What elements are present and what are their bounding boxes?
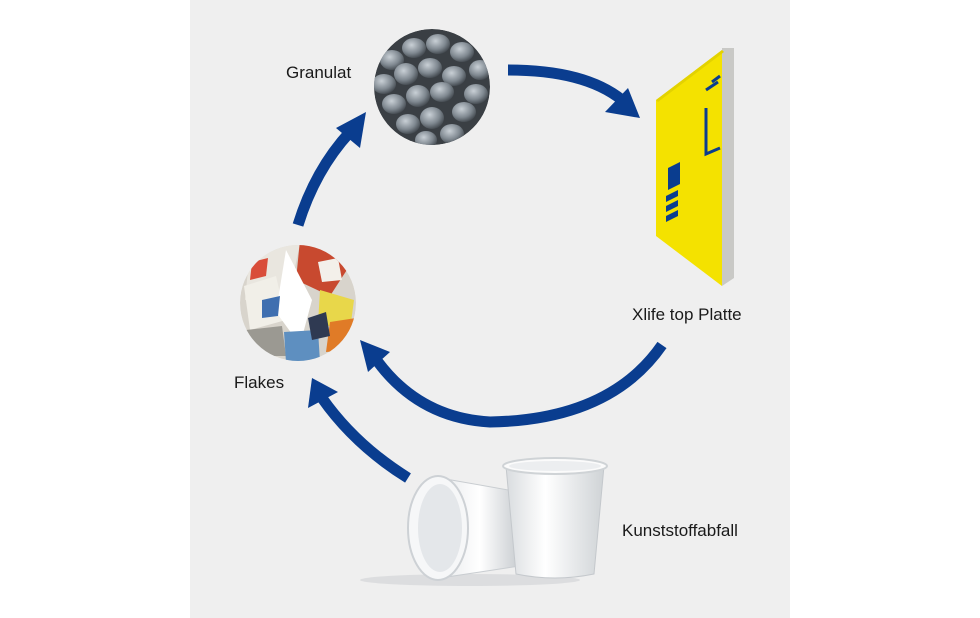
arrow-heads (308, 88, 640, 408)
flow-arrows (292, 64, 667, 483)
granulat-label: Granulat (286, 63, 352, 82)
flakes-image (240, 245, 356, 361)
arrow-kunststoff-to-flakes (317, 394, 411, 483)
arrowhead-flakes-bottom (308, 378, 338, 408)
doka-logo (668, 162, 680, 190)
arrowhead-xlife (605, 88, 640, 118)
arrow-granulat-to-xlife (507, 64, 626, 105)
arrowhead-granulat (336, 112, 366, 148)
arrow-xlife-to-flakes (373, 341, 667, 428)
granulat-image (374, 29, 490, 145)
xlife-board-image (656, 48, 734, 286)
kunststoffabfall-image (360, 457, 608, 586)
kunststoffabfall-label: Kunststoffabfall (622, 521, 738, 540)
arrow-flakes-to-granulat (292, 128, 355, 227)
xlife-top-platte-label: Xlife top Platte (632, 305, 742, 324)
flakes-label: Flakes (234, 373, 285, 392)
arrowhead-flakes-right (360, 340, 390, 372)
